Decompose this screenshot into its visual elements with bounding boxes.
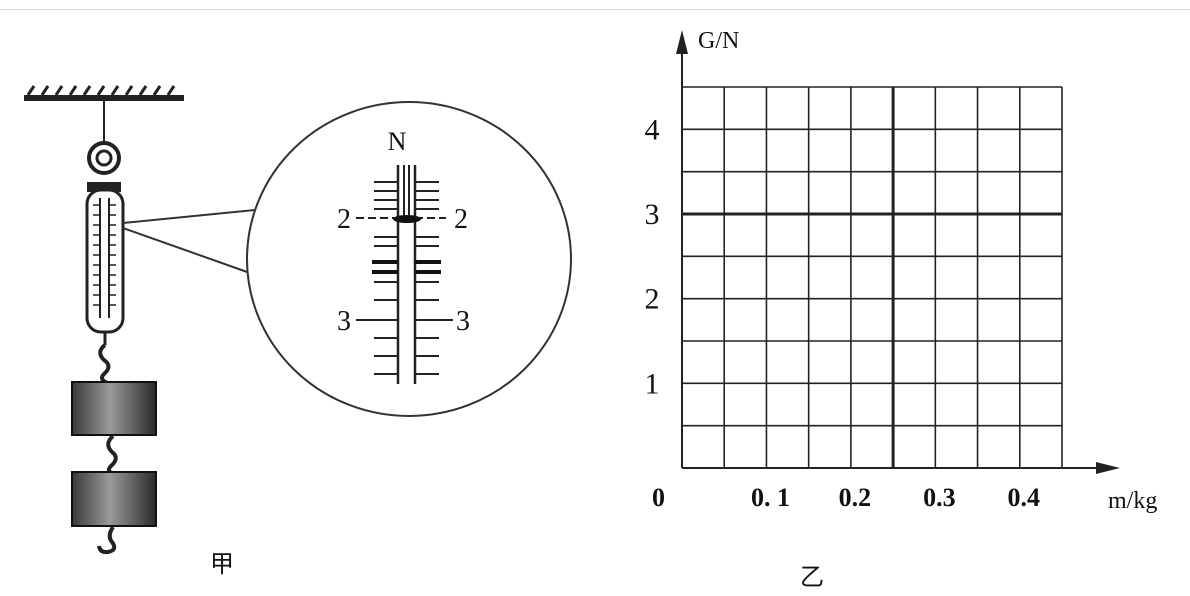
zoom-label-3-right: 3 bbox=[456, 306, 470, 337]
spring-scale-apparatus bbox=[24, 85, 184, 555]
y-axis-label: G/N bbox=[698, 28, 739, 54]
origin-label: 0 bbox=[652, 483, 665, 512]
caption-jia: 甲 bbox=[210, 552, 234, 578]
x-tick-label: 0.3 bbox=[923, 483, 956, 512]
scale-top-cap bbox=[87, 182, 121, 192]
graph-tick-labels: 1 2 3 4 0. 1 0.2 0.3 0.4 bbox=[645, 113, 1041, 512]
x-axis-label: m/kg bbox=[1108, 488, 1157, 514]
graph-axes bbox=[676, 30, 1120, 474]
y-tick-label: 1 bbox=[645, 367, 660, 400]
zoom-scale-tube bbox=[396, 165, 417, 384]
zoom-label-2-right: 2 bbox=[454, 204, 468, 235]
zoom-label-2-left: 2 bbox=[337, 204, 351, 235]
weight-block-lower bbox=[71, 471, 157, 527]
top-ring bbox=[87, 141, 121, 175]
caption-yi: 乙 bbox=[800, 565, 824, 591]
hook-icon bbox=[106, 434, 118, 476]
scale-pointer bbox=[393, 215, 421, 223]
hook-icon bbox=[97, 525, 117, 555]
scale-body bbox=[85, 188, 125, 334]
y-tick-label: 3 bbox=[645, 198, 660, 231]
weight-block-upper bbox=[71, 381, 157, 436]
scale-ticks bbox=[93, 204, 116, 306]
zoom-label-3-left: 3 bbox=[337, 306, 351, 337]
hook-icon bbox=[98, 343, 111, 386]
x-tick-label: 0.4 bbox=[1008, 483, 1041, 512]
zoom-unit-label: N bbox=[388, 127, 407, 156]
top-divider bbox=[0, 9, 1190, 10]
y-tick-label: 4 bbox=[645, 113, 660, 146]
magnifier-callout: N 2 2 3 3 bbox=[122, 101, 572, 417]
x-tick-label: 0.2 bbox=[839, 483, 872, 512]
y-tick-label: 2 bbox=[645, 283, 660, 316]
zoom-scale-bold-ticks bbox=[372, 260, 441, 274]
graph-grid bbox=[682, 86, 1063, 468]
zoom-scale-ticks bbox=[356, 181, 453, 375]
x-tick-label: 0. 1 bbox=[751, 483, 790, 512]
ceiling-support bbox=[24, 85, 184, 101]
